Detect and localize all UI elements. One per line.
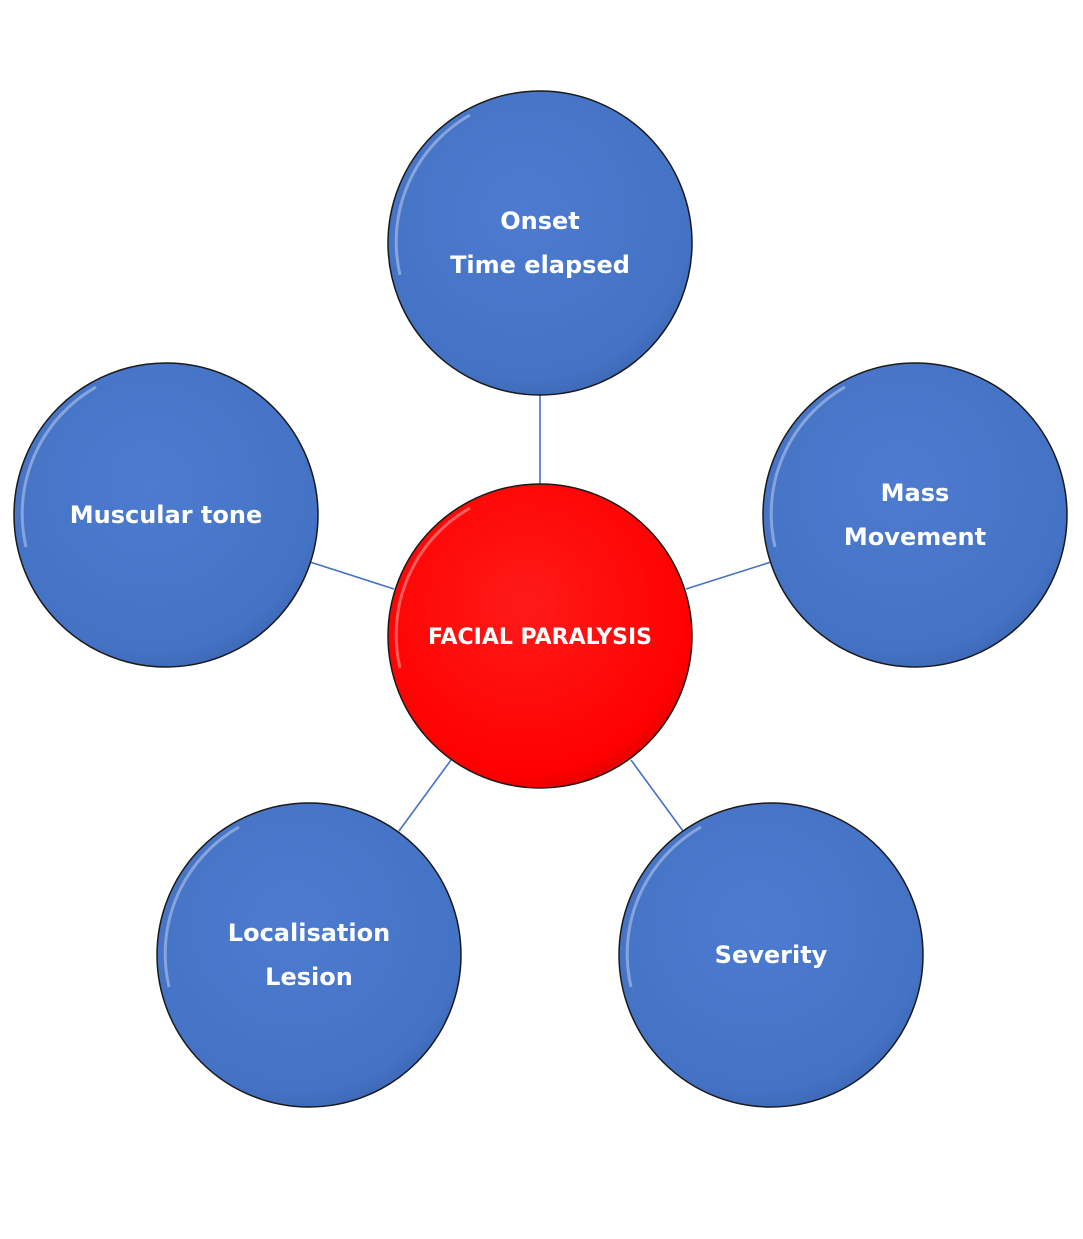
center-node-facial-paralysis: FACIAL PARALYSIS	[387, 483, 693, 789]
node-label: Localisation	[228, 919, 390, 947]
node-label: Muscular tone	[70, 501, 263, 529]
node-highlight	[394, 506, 471, 669]
node-highlight	[769, 385, 846, 548]
connectors	[309, 395, 772, 832]
node-circle	[156, 802, 462, 1108]
connector-localisation	[398, 759, 452, 832]
node-label: Time elapsed	[450, 251, 630, 279]
node-circle	[13, 362, 319, 668]
node-circle	[387, 90, 693, 396]
node-circle	[618, 802, 924, 1108]
connector-muscular-tone	[309, 561, 395, 590]
node-circle	[762, 362, 1068, 668]
outer-node-severity: Severity	[618, 802, 924, 1108]
outer-node-onset: Onset Time elapsed	[387, 90, 693, 396]
node-highlight	[394, 113, 471, 276]
center-node-label: FACIAL PARALYSIS	[428, 625, 652, 650]
connector-mass-movement	[685, 561, 772, 590]
node-highlight	[625, 825, 702, 988]
node-label: Severity	[715, 941, 828, 969]
node-highlight	[20, 385, 97, 548]
connector-severity	[630, 759, 684, 832]
node-label: Lesion	[265, 963, 353, 991]
node-label: Mass	[881, 479, 950, 507]
outer-node-muscular-tone: Muscular tone	[13, 362, 319, 668]
outer-node-mass-movement: Mass Movement	[762, 362, 1068, 668]
node-label: Movement	[844, 523, 986, 551]
center-node-circle	[387, 483, 693, 789]
node-label: Onset	[500, 207, 580, 235]
node-highlight	[163, 825, 240, 988]
outer-node-localisation: Localisation Lesion	[156, 802, 462, 1108]
